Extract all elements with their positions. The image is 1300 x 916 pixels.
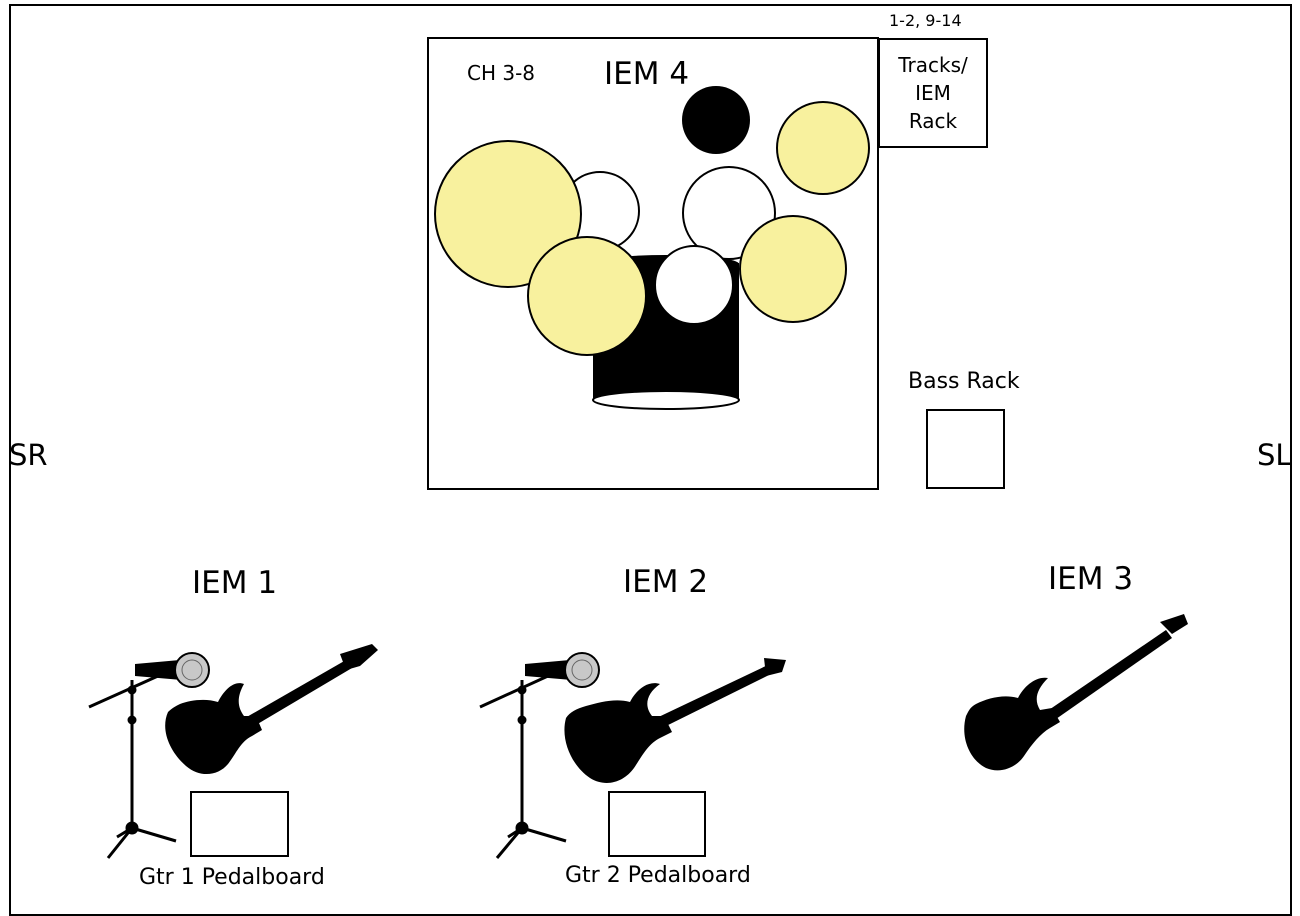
snare-drum-icon [654, 245, 734, 325]
crash-cymbal-left-icon [434, 140, 582, 288]
iem-1-label: IEM 1 [192, 565, 278, 601]
bass-guitar-icon [964, 614, 1188, 771]
crash-cymbal-right-icon [739, 215, 847, 323]
microphone-stand-2-icon [479, 674, 567, 859]
iem-3-label: IEM 3 [1048, 561, 1134, 597]
drum-iem-label: IEM 4 [604, 56, 690, 92]
electric-guitar-2-icon [564, 658, 786, 783]
iem-2-label: IEM 2 [623, 564, 709, 600]
guitar-2-pedalboard-label: Gtr 2 Pedalboard [565, 863, 751, 888]
tracks-rack-channels-label: 1-2, 9-14 [889, 11, 962, 30]
bass-rack [926, 409, 1005, 489]
stage-right-label: SR [9, 438, 48, 472]
cowbell-black-icon [682, 86, 750, 154]
ride-cymbal-top-right-icon [776, 101, 870, 195]
guitar-2-pedalboard [608, 791, 706, 857]
bass-rack-label: Bass Rack [908, 369, 1020, 394]
tracks-iem-rack: Tracks/ IEM Rack [878, 38, 988, 148]
tracks-rack-label-line1: Tracks/ [898, 53, 968, 77]
guitar-1-pedalboard [190, 791, 289, 857]
guitar-1-pedalboard-label: Gtr 1 Pedalboard [139, 865, 325, 890]
hihat-cymbal-icon [527, 236, 647, 356]
tracks-rack-label-line2: IEM [915, 81, 951, 105]
microphone-stand-1-icon [88, 674, 177, 859]
microphone-2-icon [525, 652, 600, 688]
electric-guitar-1-icon [165, 644, 378, 775]
microphone-1-icon [135, 652, 210, 688]
tracks-rack-label-line3: Rack [908, 109, 958, 133]
drum-channels-label: CH 3-8 [467, 61, 536, 85]
stage-left-label: SL [1257, 438, 1292, 472]
